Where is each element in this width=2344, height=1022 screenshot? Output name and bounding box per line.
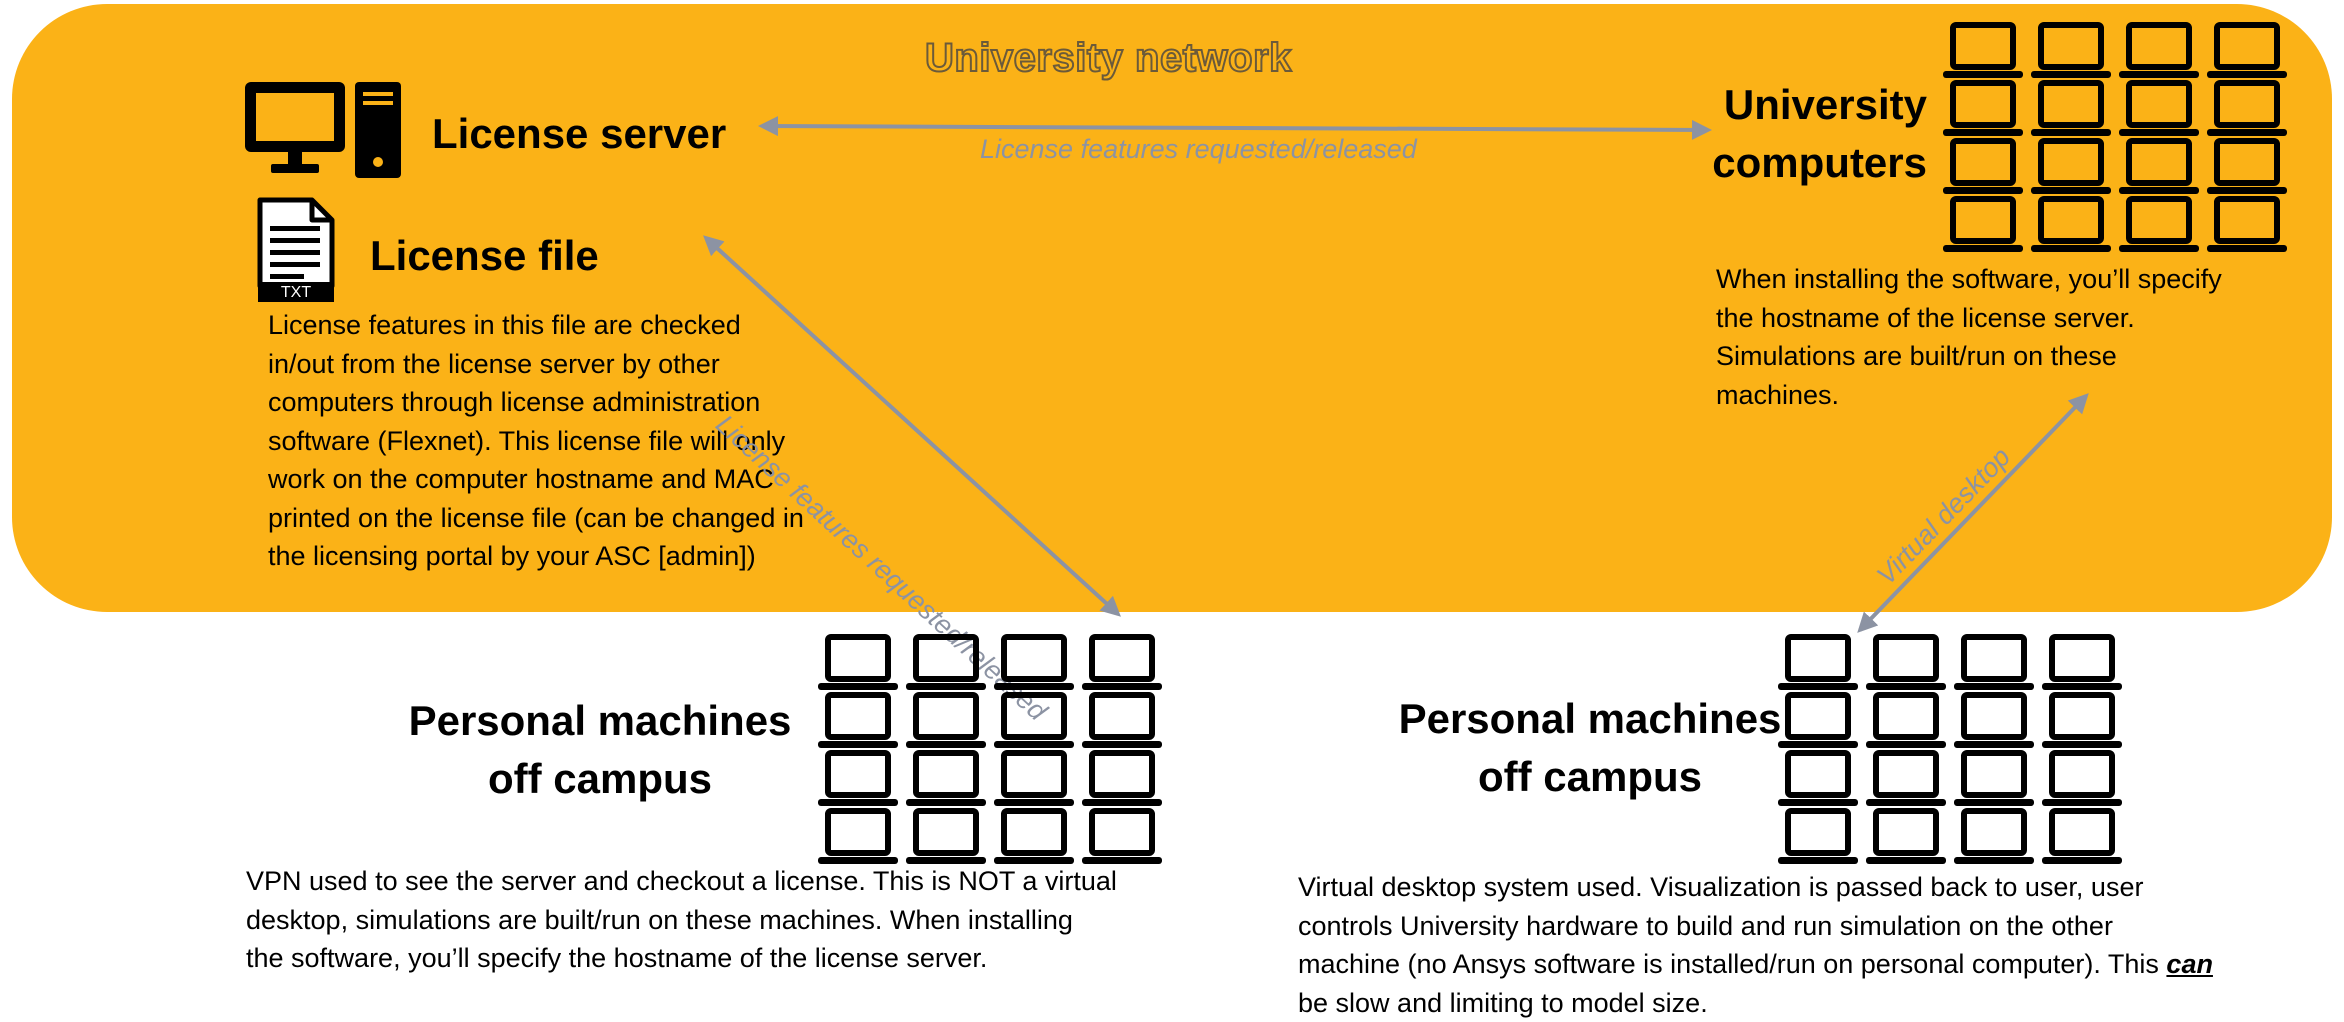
- laptop-icon: [1082, 695, 1162, 748]
- laptop-icon: [906, 695, 986, 748]
- laptop-icon: [906, 753, 986, 806]
- license-server-title: License server: [432, 110, 727, 157]
- laptop-icon: [1082, 753, 1162, 806]
- laptop-icon: [1082, 637, 1162, 690]
- server-personal-arrow: [703, 235, 1121, 617]
- laptop-icon: [1954, 695, 2034, 748]
- laptop-icon: [1778, 695, 1858, 748]
- laptop-icon: [906, 811, 986, 864]
- laptop-icon: [994, 811, 1074, 864]
- personal-virtual-title: Personal machines off campus: [1398, 695, 1782, 800]
- desktop-tower-icon: [245, 82, 401, 178]
- university-network-label: University network: [924, 35, 1292, 81]
- laptop-icon: [2042, 811, 2122, 864]
- laptop-icon: [1866, 695, 1946, 748]
- laptop-icon: [994, 695, 1074, 748]
- laptop-icon: [2042, 695, 2122, 748]
- laptop-icon: [2042, 637, 2122, 690]
- file-type-label: TXT: [280, 284, 312, 301]
- laptop-icon: [994, 637, 1074, 690]
- laptop-icon: [906, 637, 986, 690]
- laptop-icon: [1082, 811, 1162, 864]
- laptop-icon: [818, 637, 898, 690]
- laptop-icon: [1954, 811, 2034, 864]
- laptop-icon: [1954, 753, 2034, 806]
- laptop-icon: [818, 695, 898, 748]
- text-file-icon: [257, 197, 335, 302]
- laptop-icon: [1778, 753, 1858, 806]
- virtual-desktop-arrow: [1857, 393, 2089, 633]
- university-computers-title: University computers: [1712, 81, 1927, 186]
- emphasis-can: can: [2166, 949, 2213, 979]
- laptop-icon: [2042, 753, 2122, 806]
- laptop-icon: [1954, 637, 2034, 690]
- university-computers-description: When installing the software, you’ll spe…: [1716, 264, 2222, 410]
- server-university-arrow: [758, 116, 1712, 140]
- personal-virtual-laptop-grid-icon: [1778, 634, 2128, 866]
- laptop-icon: [1866, 637, 1946, 690]
- laptop-icon: [818, 811, 898, 864]
- laptop-icon: [994, 753, 1074, 806]
- laptop-icon: [1778, 811, 1858, 864]
- personal-vpn-description: VPN used to see the server and checkout …: [246, 866, 1117, 973]
- laptop-icon: [1778, 637, 1858, 690]
- laptop-icon: [818, 753, 898, 806]
- laptop-icon: [1866, 811, 1946, 864]
- license-file-title: License file: [370, 232, 599, 279]
- personal-vpn-title: Personal machines off campus: [408, 697, 792, 802]
- personal-virtual-description: Virtual desktop system used. Visualizati…: [1298, 872, 2213, 1018]
- laptop-icon: [1866, 753, 1946, 806]
- server-university-arrow-label: License features requested/released: [980, 134, 1417, 164]
- personal-vpn-laptop-grid-icon: [818, 634, 1168, 866]
